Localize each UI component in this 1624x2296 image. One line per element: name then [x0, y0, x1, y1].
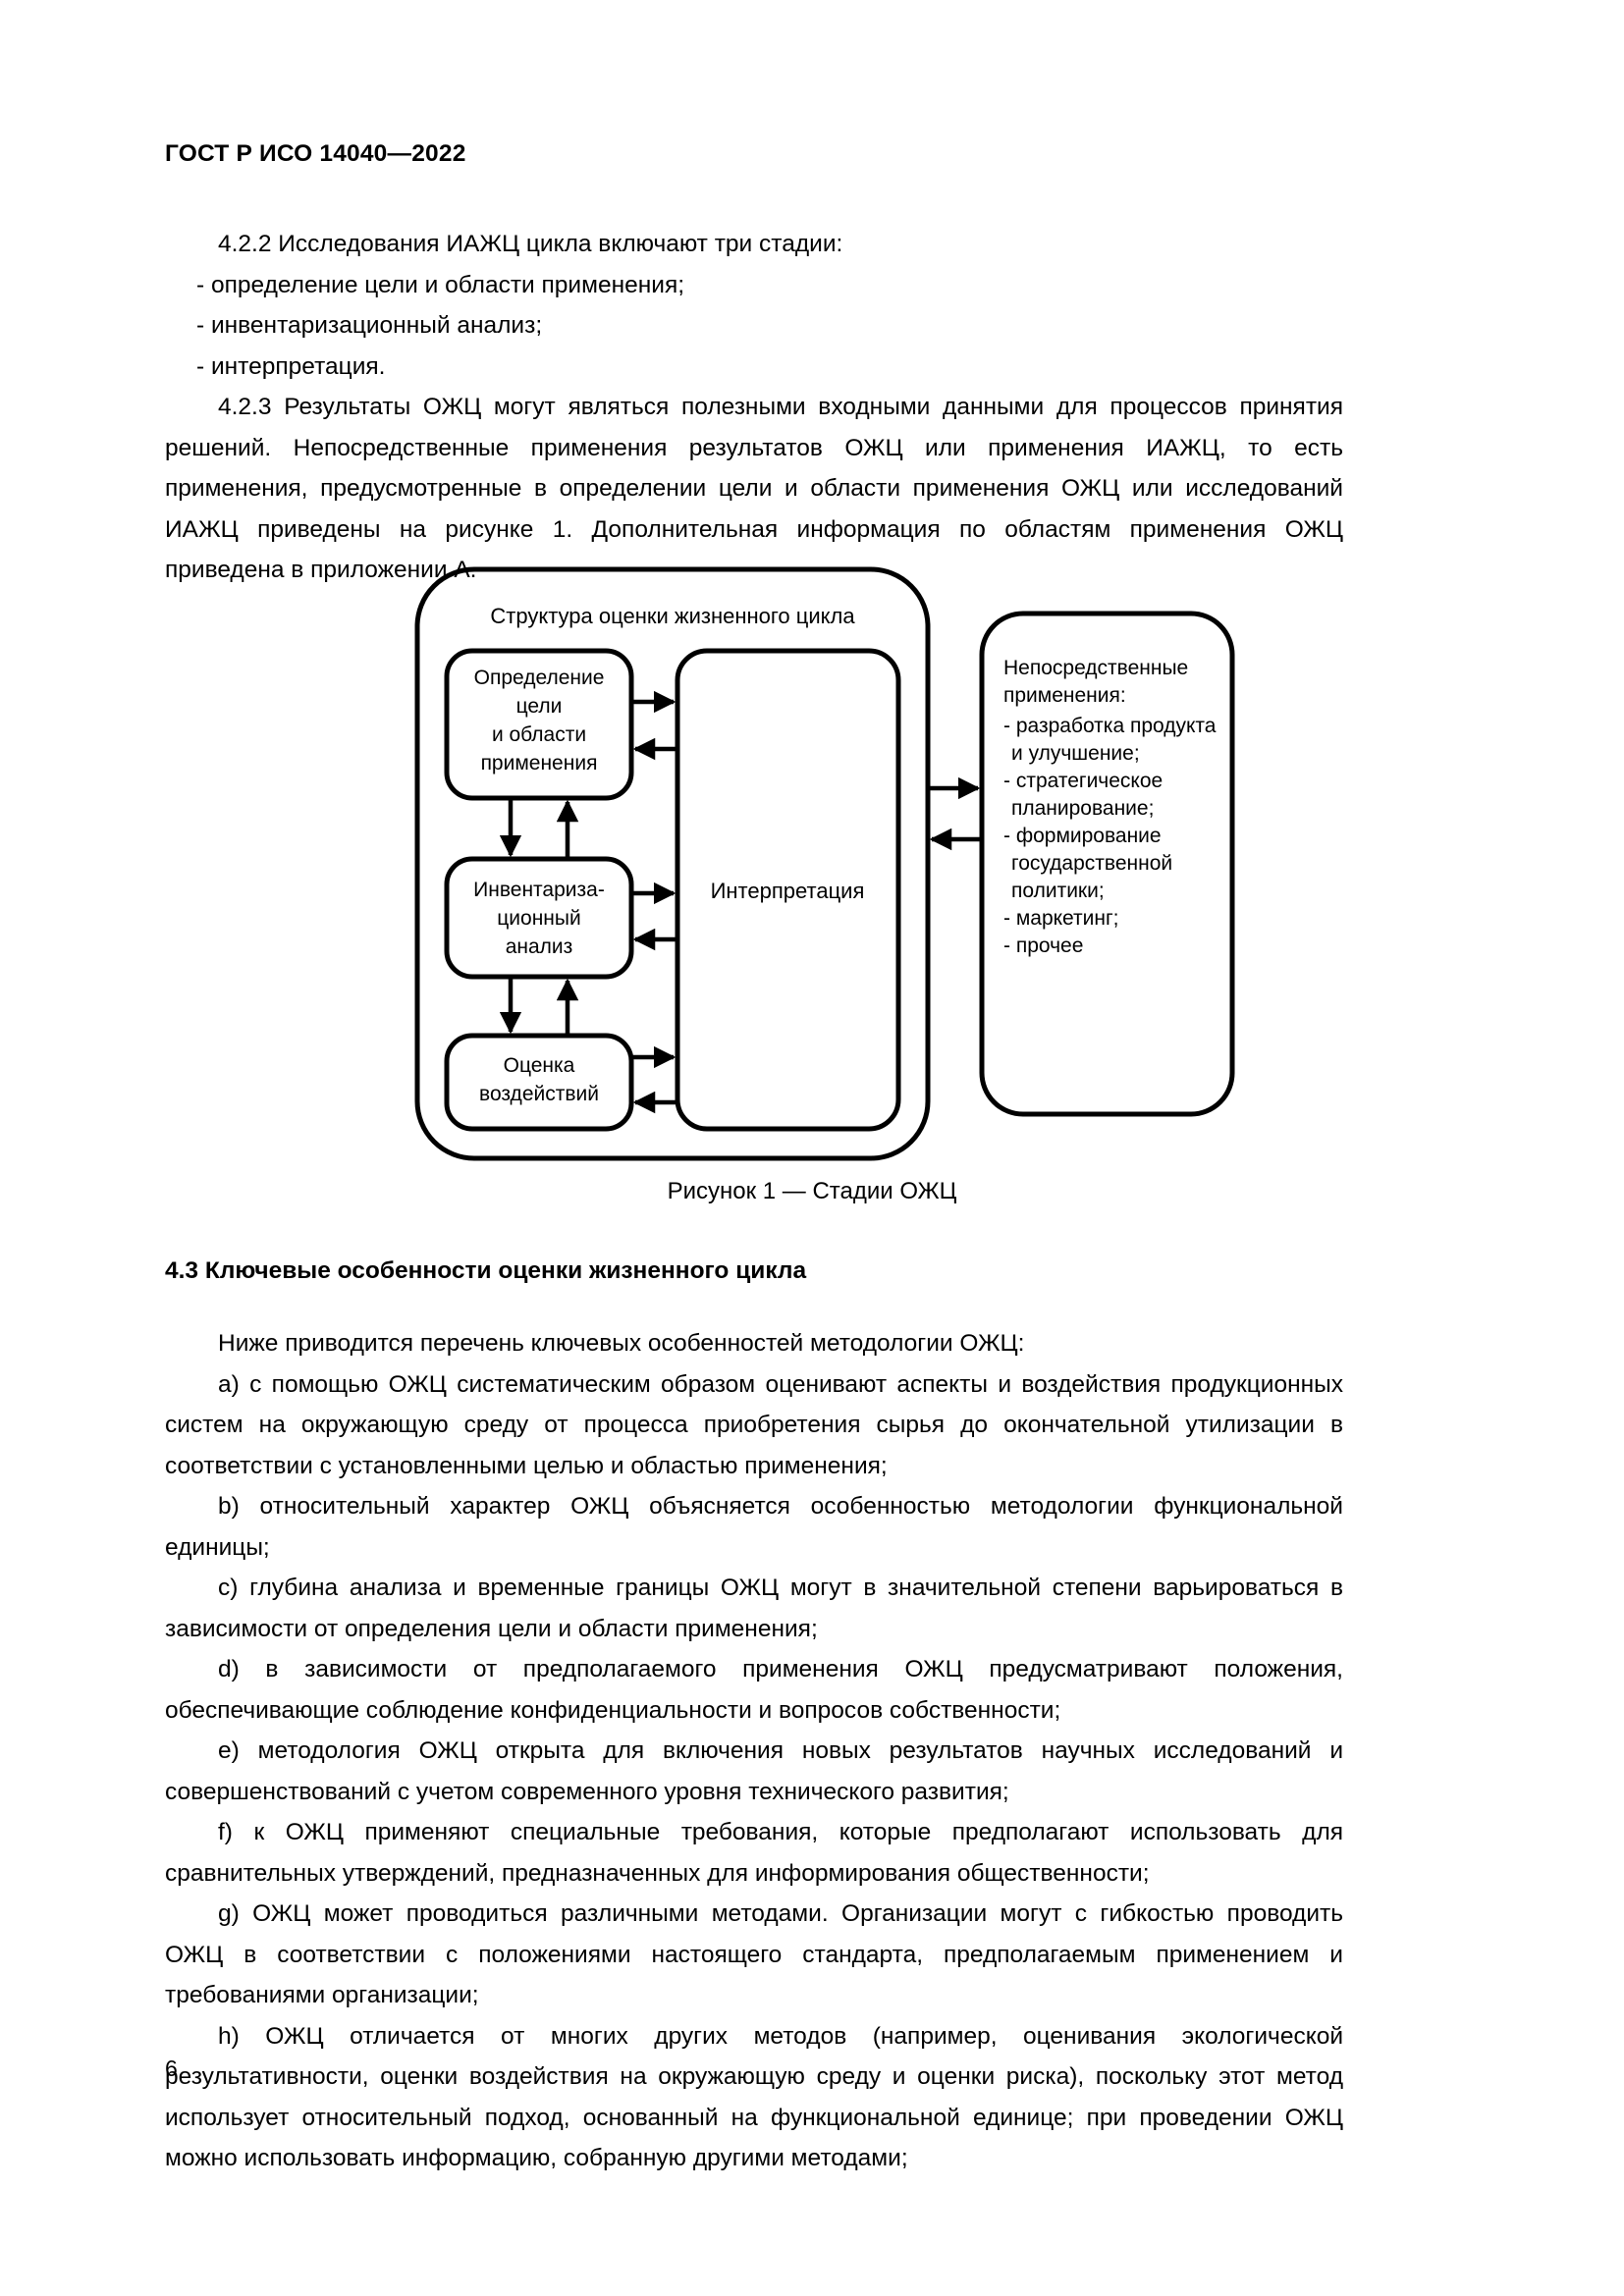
- list-item: - инвентаризационный анализ;: [196, 312, 543, 339]
- list-item: h) ОЖЦ отличается от многих других метод…: [165, 2022, 1343, 2172]
- stage-inventory-line-3: анализ: [506, 935, 573, 958]
- interpretation-box: [675, 648, 901, 1132]
- applications-item-4-line-0: - прочее: [1003, 934, 1083, 957]
- applications-item-2-line-1: государственной: [1011, 852, 1172, 875]
- list-item: f) к ОЖЦ применяют специальные требовани…: [165, 1819, 1343, 1887]
- stage-box-impact-assessment: [444, 1033, 634, 1132]
- framework-outer-box: [414, 566, 931, 1161]
- page-number: 6: [165, 2056, 178, 2081]
- figure-caption: Рисунок 1 — Стадии ОЖЦ: [667, 1178, 957, 1204]
- applications-title-line-2: применения:: [1003, 684, 1126, 707]
- paragraph-4-2-3: 4.2.3 Результаты ОЖЦ могут являться поле…: [165, 394, 1343, 583]
- interpretation-label: Интерпретация: [711, 879, 865, 903]
- applications-item-0-line-0: - разработка продукта: [1003, 715, 1217, 737]
- list-item: - интерпретация.: [196, 352, 386, 380]
- stage-goal-scope-line-1: Определение: [474, 667, 605, 689]
- list-item: - определение цели и области применения;: [196, 271, 685, 298]
- page-header: ГОСТ Р ИСО 14040—2022: [165, 140, 466, 167]
- list-item: b) относительный характер ОЖЦ объясняетс…: [165, 1493, 1343, 1561]
- stage-goal-scope-line-2: цели: [516, 695, 563, 718]
- section-4-2-2-block: 4.2.2 Исследования ИАЖЦ цикла включают т…: [165, 224, 1343, 591]
- applications-item-1-line-0: - стратегическое: [1003, 770, 1163, 792]
- stage-goal-scope-line-4: применения: [481, 752, 598, 774]
- list-item: a) с помощью ОЖЦ систематическим образом…: [165, 1370, 1343, 1479]
- section-heading-4-3: 4.3 Ключевые особенности оценки жизненно…: [165, 1257, 807, 1284]
- applications-item-0-line-1: и улучшение;: [1011, 742, 1140, 765]
- list-item: c) глубина анализа и временные границы О…: [165, 1575, 1343, 1642]
- stage-box-inventory-analysis: [444, 856, 634, 980]
- applications-item-1-line-1: планирование;: [1011, 797, 1154, 820]
- stage-inventory-line-2: ционный: [497, 907, 580, 930]
- figure-1-lca-stages: Структура оценки жизненного цикла Опреде…: [0, 555, 1624, 1188]
- list-item: g) ОЖЦ может проводиться различными мето…: [165, 1900, 1343, 2008]
- applications-title-line-1: Непосредственные: [1003, 657, 1188, 679]
- paragraph-4-3-lead: Ниже приводится перечень ключевых особен…: [218, 1330, 1025, 1357]
- section-4-3-block: Ниже приводится перечень ключевых особен…: [165, 1323, 1343, 2179]
- stage-inventory-line-1: Инвентариза-: [473, 879, 605, 901]
- framework-title: Структура оценки жизненного цикла: [490, 604, 855, 628]
- applications-item-3-line-0: - маркетинг;: [1003, 907, 1118, 930]
- stage-impact-line-2: воздействий: [479, 1083, 599, 1105]
- figure-svg: Структура оценки жизненного цикла Опреде…: [414, 566, 1235, 1161]
- applications-box: [979, 611, 1235, 1117]
- stage-box-goal-scope: [444, 648, 634, 801]
- list-item: e) методология ОЖЦ открыта для включения…: [165, 1737, 1343, 1805]
- list-item: d) в зависимости от предполагаемого прим…: [165, 1656, 1343, 1724]
- applications-item-2-line-2: политики;: [1011, 880, 1105, 902]
- stage-impact-line-1: Оценка: [504, 1054, 575, 1077]
- stage-goal-scope-line-3: и области: [492, 723, 586, 746]
- paragraph-4-2-2-lead: 4.2.2 Исследования ИАЖЦ цикла включают т…: [218, 231, 843, 257]
- applications-item-2-line-0: - формирование: [1003, 825, 1162, 847]
